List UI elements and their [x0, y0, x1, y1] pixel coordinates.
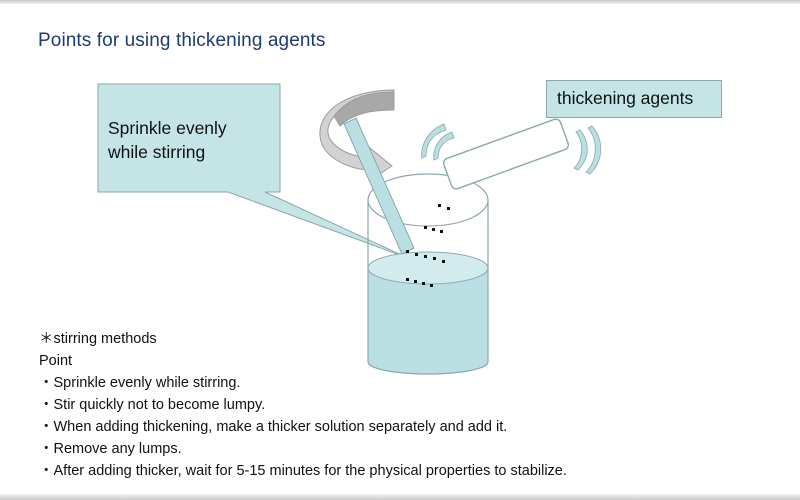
- agent-packet: [442, 118, 570, 190]
- shake-mark-left-2: [421, 123, 447, 159]
- shake-mark-left-1: [433, 131, 455, 161]
- bottom-rule: [0, 494, 800, 500]
- shake-mark-right-2: [585, 125, 602, 175]
- notes-subheading: Point: [39, 353, 73, 369]
- thickening-agents-label: thickening agents: [546, 80, 722, 118]
- callout-text: Sprinkle evenly while stirring: [108, 116, 278, 164]
- list-item: ・Sprinkle evenly while stirring.: [39, 375, 241, 391]
- page-title: Points for using thickening agents: [38, 30, 326, 51]
- stir-stick: [343, 117, 415, 255]
- callout-line-2: while stirring: [108, 142, 206, 162]
- shake-mark-right-1: [573, 129, 588, 171]
- callout-box: [97, 83, 409, 259]
- stir-arrow-top: [333, 91, 395, 127]
- cup-liquid: [367, 267, 489, 375]
- list-item: ・Stir quickly not to become lumpy.: [39, 397, 266, 413]
- list-item: ・When adding thickening, make a thicker …: [39, 419, 508, 435]
- powder-dots: [406, 204, 450, 287]
- top-rule: [0, 0, 800, 4]
- list-item: ・After adding thicker, wait for 5-15 min…: [39, 463, 567, 479]
- stirring-notes: ＊stirring methods Point ・Sprinkle evenly…: [39, 328, 779, 482]
- liquid-surface: [367, 251, 489, 285]
- callout-line-1: Sprinkle evenly: [108, 118, 227, 138]
- list-item: ・Remove any lumps.: [39, 441, 182, 457]
- notes-heading: ＊stirring methods: [39, 331, 157, 347]
